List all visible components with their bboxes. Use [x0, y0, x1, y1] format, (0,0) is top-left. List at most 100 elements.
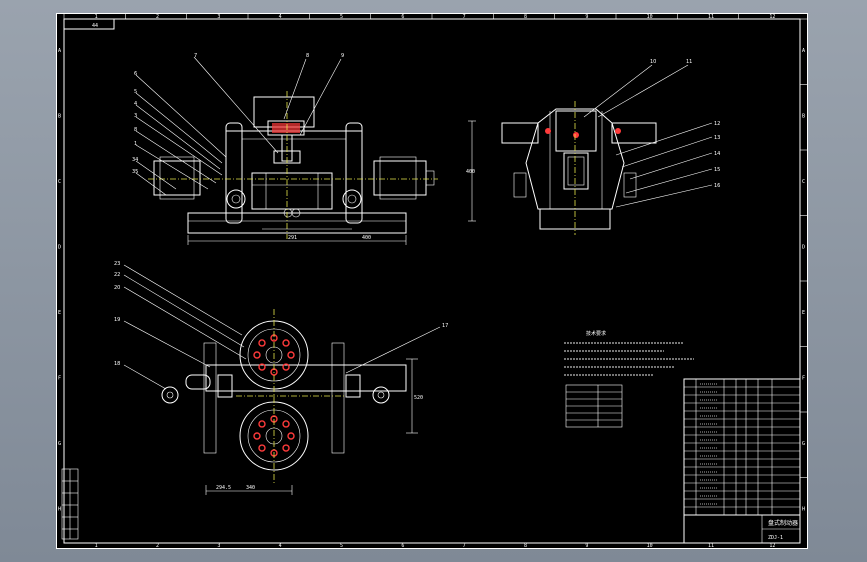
balloon-19: 19: [114, 317, 120, 323]
border-col-label-bottom: 8: [524, 543, 527, 549]
balloon-23: 23: [114, 261, 120, 267]
balloon-8-left: 8: [134, 127, 137, 133]
bolt-holes-upper: [253, 334, 295, 376]
bolt-hole: [258, 444, 266, 452]
front-view: 291 400: [135, 56, 438, 245]
border-row-label: A: [802, 48, 805, 54]
balloon-16: 16: [714, 183, 720, 189]
border-row-label: C: [802, 179, 805, 185]
inner-frame: [63, 18, 801, 544]
balloon-35: 35: [132, 169, 138, 175]
border-col-label: 1: [95, 14, 98, 20]
balloon-18: 18: [114, 361, 120, 367]
border-col-label: 8: [524, 14, 527, 20]
balloon-22: 22: [114, 272, 120, 278]
balloon-4: 4: [134, 101, 137, 107]
plan-view-balloons: 23 22 20 19 18 17: [114, 261, 448, 367]
front-view-balloons: 6 5 4 3 8 1 34 35 7 8 9: [132, 53, 344, 175]
balloon-20: 20: [114, 285, 120, 291]
border-col-label: 4: [279, 14, 282, 20]
plan-dim-294: 294.5: [216, 485, 231, 491]
border-col-label: 9: [585, 14, 588, 20]
border-row-label-left: G: [58, 441, 61, 447]
tech-notes-title: 技术要求: [586, 330, 606, 337]
revision-strip: [61, 468, 79, 540]
bolt-hole: [258, 339, 266, 347]
bolt-hole: [287, 351, 295, 359]
side-view-balloons: 10 11 12 13 14 15 16: [650, 59, 720, 189]
side-view: 400: [466, 64, 713, 235]
border-col-label: 12: [769, 14, 775, 20]
drawing-canvas: 112233445566778899101011111212AABBCCDDEE…: [56, 13, 808, 549]
border-row-label: E: [802, 310, 805, 316]
border-col-label-bottom: 10: [647, 543, 653, 549]
border-row-label: H: [802, 506, 805, 512]
border-col-label: 6: [401, 14, 404, 20]
border-col-label: 11: [708, 14, 714, 20]
drawing-name: 盘式制动器: [768, 519, 798, 527]
border-row-label-left: B: [58, 113, 61, 119]
bolt-hole: [253, 432, 261, 440]
border-col-label-bottom: 12: [769, 543, 775, 549]
border-col-label-bottom: 1: [95, 543, 98, 549]
border-row-label: F: [802, 375, 805, 381]
balloon-14: 14: [714, 151, 720, 157]
technical-notes: 技术要求: [564, 330, 694, 376]
bolt-hole: [282, 339, 290, 347]
bolt-hole: [258, 363, 266, 371]
balloon-7: 7: [194, 53, 197, 59]
border-col-label: 3: [217, 14, 220, 20]
bolt-hole: [282, 420, 290, 428]
border-row-label-left: C: [58, 179, 61, 185]
plan-dim-520: 520: [414, 395, 423, 401]
balloon-8-top: 8: [306, 53, 309, 59]
balloon-11: 11: [686, 59, 692, 65]
border-row-label-left: F: [58, 375, 61, 381]
front-dim-2: 400: [362, 235, 371, 241]
plan-dim-340: 340: [246, 485, 255, 491]
border-col-label: 5: [340, 14, 343, 20]
plan-view: 340 294.5 520: [123, 264, 441, 495]
balloon-13: 13: [714, 135, 720, 141]
bolt-hole: [282, 444, 290, 452]
border-row-label-left: D: [58, 244, 61, 250]
bolt-hole: [287, 432, 295, 440]
bolt-hole: [258, 420, 266, 428]
corner-code-box: [63, 18, 115, 30]
corner-code: 44: [92, 23, 98, 29]
border-row-label: B: [802, 113, 805, 119]
border-row-label: D: [802, 244, 805, 250]
side-dim-height: 400: [466, 169, 475, 175]
border-row-label: G: [802, 441, 805, 447]
border-row-label-left: H: [58, 506, 61, 512]
balloon-10: 10: [650, 59, 656, 65]
balloon-12: 12: [714, 121, 720, 127]
balloon-9: 9: [341, 53, 344, 59]
balloon-6: 6: [134, 71, 137, 77]
title-block: 盘式制动器 ZDJ-1: [683, 378, 801, 544]
balloon-3: 3: [134, 113, 137, 119]
border-col-label-bottom: 11: [708, 543, 714, 549]
border-col-label: 2: [156, 14, 159, 20]
border-col-label: 10: [647, 14, 653, 20]
border-col-label-bottom: 5: [340, 543, 343, 549]
balloon-1: 1: [134, 141, 137, 147]
border-col-label-bottom: 2: [156, 543, 159, 549]
balloon-34: 34: [132, 157, 138, 163]
balloon-15: 15: [714, 167, 720, 173]
parameters-table: [565, 384, 623, 428]
outer-frame: [56, 13, 808, 549]
drawing-number: ZDJ-1: [768, 535, 783, 541]
balloon-5: 5: [134, 89, 137, 95]
border-zone-marks: 112233445566778899101011111212AABBCCDDEE…: [58, 13, 808, 549]
border-col-label-bottom: 4: [279, 543, 282, 549]
border-col-label-bottom: 3: [217, 543, 220, 549]
border-col-label: 7: [463, 14, 466, 20]
border-row-label-left: A: [58, 48, 61, 54]
balloon-17: 17: [442, 323, 448, 329]
border-col-label-bottom: 9: [585, 543, 588, 549]
front-dim-width: 291: [288, 235, 297, 241]
bolt-hole: [253, 351, 261, 359]
